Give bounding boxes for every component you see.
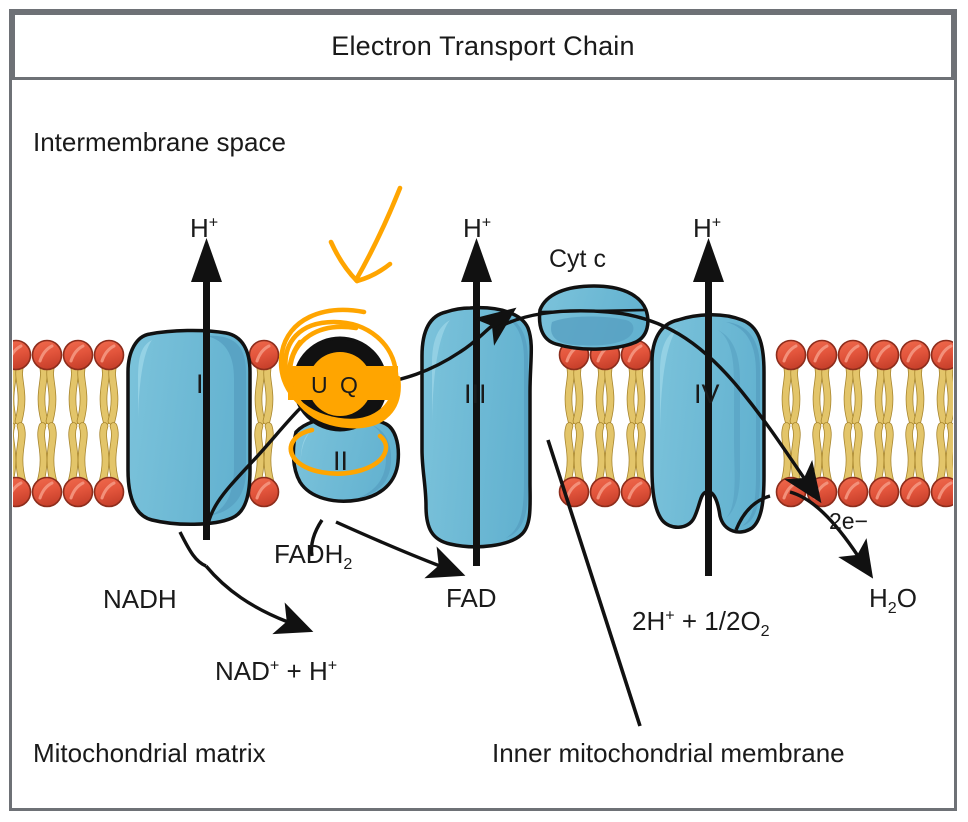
nad-sup: + xyxy=(269,656,280,675)
proton-label-2: H+ xyxy=(463,213,492,243)
inner-membrane-label: Inner mitochondrial membrane xyxy=(492,738,845,768)
complex-4-label: IV xyxy=(694,379,720,409)
electrons-label: 2e− xyxy=(829,508,869,534)
proton-2-main: H xyxy=(463,213,482,243)
proton-3-sup: + xyxy=(711,213,722,232)
water-main: H xyxy=(869,583,888,613)
fadh2-sub: 2 xyxy=(343,555,353,574)
oxygen-sub: 2 xyxy=(760,622,770,641)
proton-1-main: H xyxy=(190,213,209,243)
nad-tail-sup: + xyxy=(327,656,338,675)
water-tail: O xyxy=(896,583,917,613)
nad-main: NAD xyxy=(215,656,270,686)
cytochrome-c-label: Cyt c xyxy=(549,245,606,273)
complex-1-label: I xyxy=(196,369,204,399)
nad-plus-label: NAD+ + H+ xyxy=(215,656,338,686)
proton-label-3: H+ xyxy=(693,213,722,243)
oxygen-sup: + xyxy=(665,606,675,625)
water-sub: 2 xyxy=(887,599,897,618)
complex-3-label: III xyxy=(464,379,487,409)
proton-1-sup: + xyxy=(208,213,219,232)
oxygen-pre: 2H xyxy=(632,606,666,636)
mitochondrial-matrix-label: Mitochondrial matrix xyxy=(33,738,266,768)
nad-tail-main: + H xyxy=(279,656,328,686)
ubiquinone-label: U Q xyxy=(311,372,361,398)
proton-label-1: H+ xyxy=(190,213,219,243)
fad-label: FAD xyxy=(446,583,497,613)
complex-2-label: II xyxy=(333,446,349,476)
oxygen-reactants-label: 2H+ + 1/2O2 xyxy=(632,606,770,639)
fadh2-main: FADH xyxy=(274,539,344,569)
water-label: H2O xyxy=(869,583,917,616)
oxygen-mid: + 1/2O xyxy=(674,606,761,636)
intermembrane-space-label: Intermembrane space xyxy=(33,127,286,157)
figure-title: Electron Transport Chain xyxy=(331,30,635,61)
fadh2-label: FADH2 xyxy=(274,539,352,572)
figure-title-bar: Electron Transport Chain xyxy=(12,12,954,80)
proton-2-sup: + xyxy=(481,213,492,232)
nadh-label: NADH xyxy=(103,584,177,614)
proton-3-main: H xyxy=(693,213,712,243)
